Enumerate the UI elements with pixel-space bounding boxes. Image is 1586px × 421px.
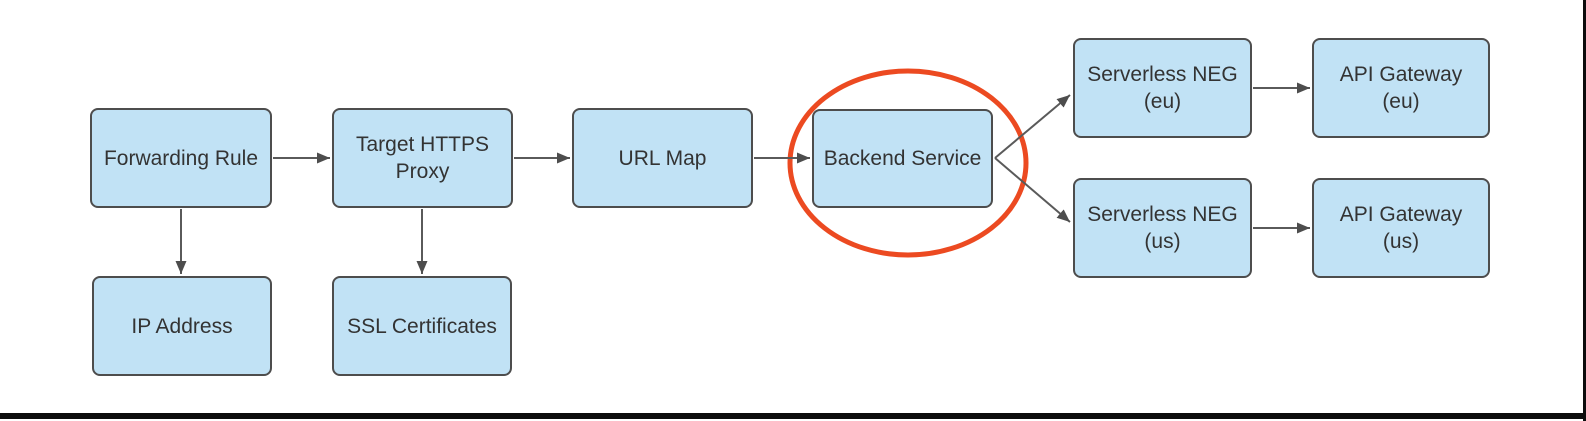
node-label: API Gateway(us) xyxy=(1339,203,1463,253)
node-forwarding-rule: Forwarding Rule xyxy=(90,108,272,208)
node-serverless-neg-eu: Serverless NEG(eu) xyxy=(1073,38,1252,138)
node-label: URL Map xyxy=(618,146,707,170)
node-label: Backend Service xyxy=(823,147,982,170)
node-api-gateway-eu: API Gateway(eu) xyxy=(1312,38,1490,138)
node-serverless-neg-us: Serverless NEG(us) xyxy=(1073,178,1252,278)
node-ssl-certificates: SSL Certificates xyxy=(332,276,512,376)
node-label: IP Address xyxy=(131,314,233,338)
node-api-gateway-us: API Gateway(us) xyxy=(1312,178,1490,278)
node-label: Forwarding Rule xyxy=(103,146,259,170)
node-url-map: URL Map xyxy=(572,108,753,208)
node-label: Serverless NEG(eu) xyxy=(1087,63,1238,113)
node-backend-service: Backend Service xyxy=(812,109,993,208)
node-label: Serverless NEG(us) xyxy=(1087,203,1238,253)
node-label: SSL Certificates xyxy=(347,314,497,338)
node-ip-address: IP Address xyxy=(92,276,272,376)
node-label: API Gateway(eu) xyxy=(1339,63,1463,113)
